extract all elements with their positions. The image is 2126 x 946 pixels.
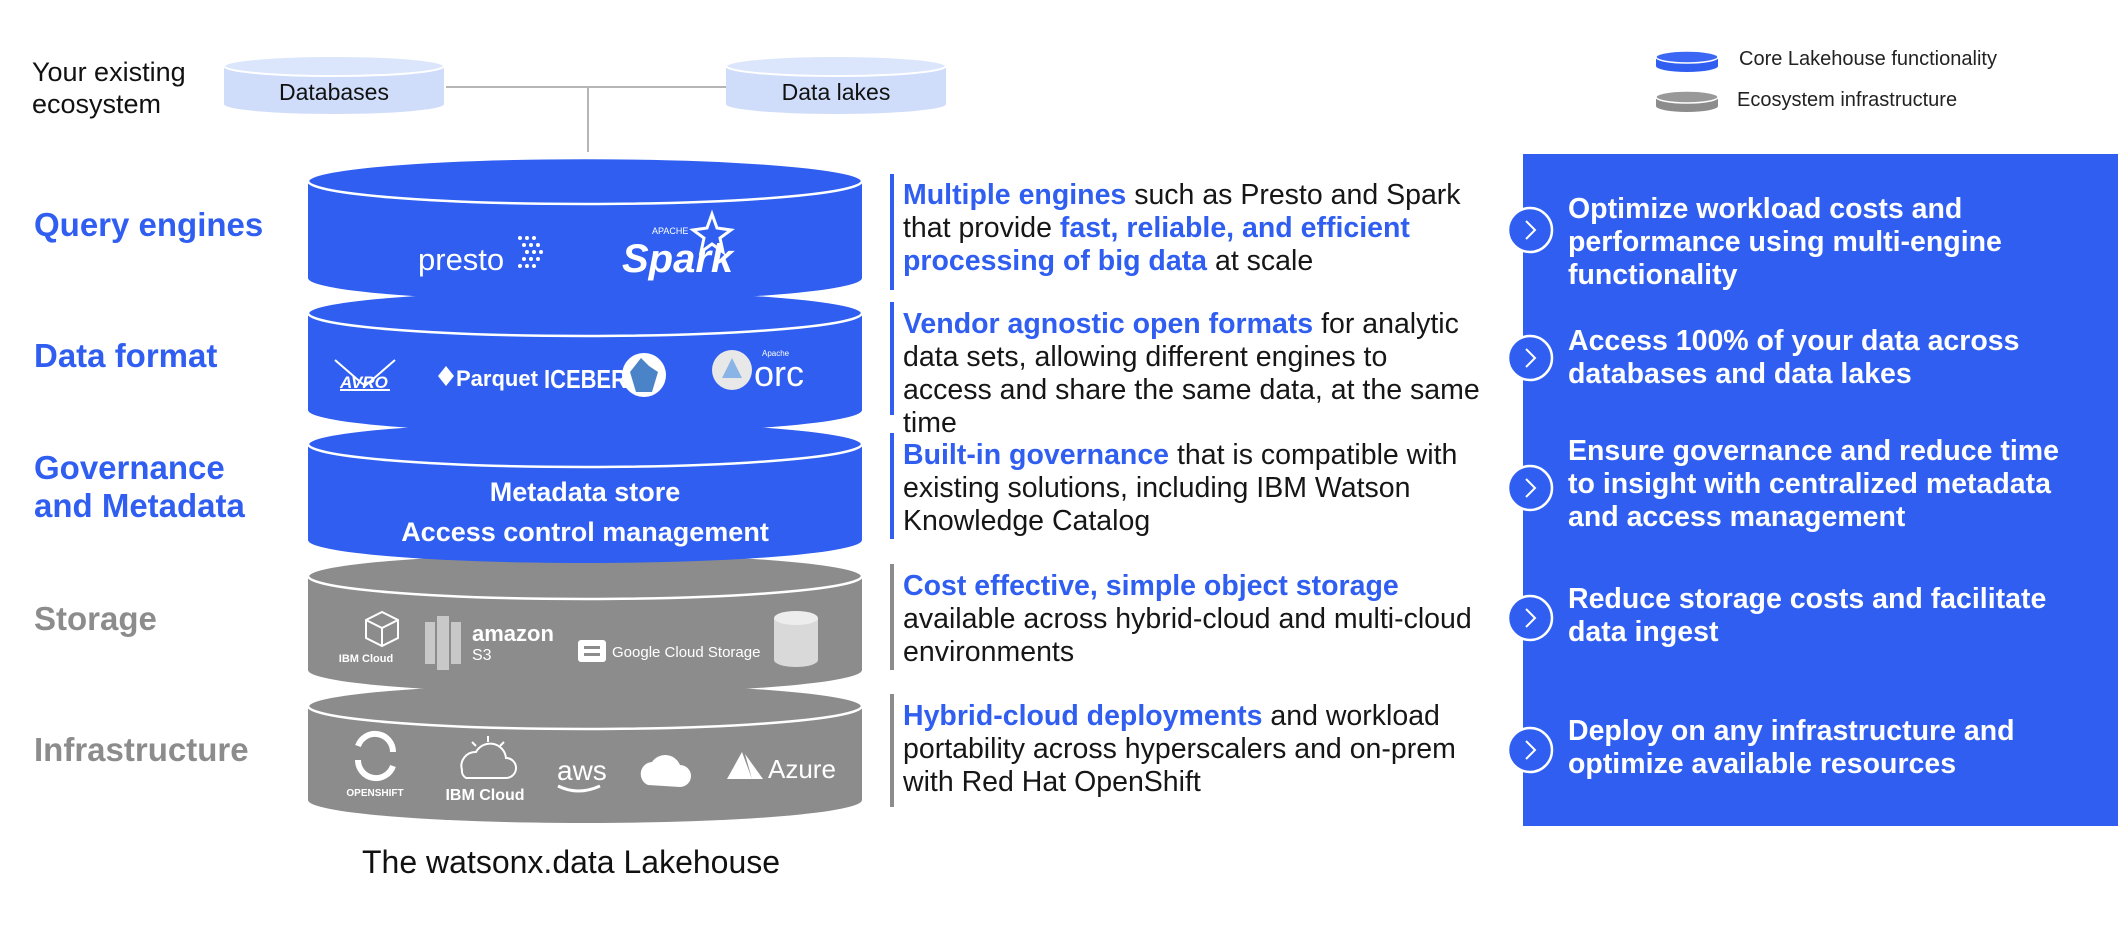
aws-logo: aws <box>557 755 607 786</box>
avro-logo: AVRO <box>339 373 388 392</box>
presto-dots-icon <box>518 236 543 268</box>
data-format-label: Data format <box>34 337 218 374</box>
ibm-cloud-cube-icon <box>365 610 399 648</box>
databases-cylinder <box>223 55 445 114</box>
legend-core-label: Core Lakehouse functionality <box>1739 48 1997 70</box>
presto-logo: presto <box>418 242 504 277</box>
governance-label-line2: and Metadata <box>34 487 245 524</box>
ecosystem-label: Your existing ecosystem <box>32 57 186 119</box>
ibm-cloud-storage-logo: IBM Cloud <box>339 653 393 665</box>
query-engines-description: Multiple engines such as Presto and Spar… <box>903 179 1483 278</box>
metadata-store-text: Metadata store <box>490 477 681 507</box>
infrastructure-label: Infrastructure <box>34 731 249 768</box>
data-format-description: Vendor agnostic open formats for analyti… <box>903 308 1483 440</box>
azure-logo: Azure <box>768 754 836 784</box>
benefit-item: Access 100% of your data across database… <box>1568 325 2020 390</box>
openshift-icon <box>354 730 397 782</box>
infrastructure-description: Hybrid-cloud deployments and workload po… <box>903 700 1483 799</box>
governance-label-line1: Governance <box>34 449 225 486</box>
governance-description: Built-in governance that is compatible w… <box>903 439 1483 538</box>
description-highlight: Built-in governance <box>903 439 1170 471</box>
data-lakes-cylinder <box>725 55 947 114</box>
google-cloud-storage-logo: Google Cloud Storage <box>612 644 760 661</box>
description-highlight: Vendor agnostic open formats <box>903 308 1314 340</box>
spark-logo: Spark <box>622 237 735 281</box>
governance-label: Governance and Metadata <box>34 449 245 525</box>
legend-infra-swatch <box>1655 90 1719 112</box>
description-text: that is compatible with existing solutio… <box>903 439 1458 537</box>
ibm-cloud-sun-icon <box>460 736 517 779</box>
openshift-logo: OPENSHIFT <box>346 788 403 799</box>
aws-smile-icon <box>557 784 601 793</box>
benefit-item: Optimize workload costs and performance … <box>1568 193 2002 291</box>
orc-logo-icon <box>712 350 752 390</box>
avro-logo-icon <box>334 359 396 391</box>
parquet-logo: Parquet <box>456 366 539 391</box>
query-engines-layer <box>306 156 864 301</box>
databases-label: Databases <box>279 79 389 105</box>
benefit-chevrons <box>1506 206 1554 774</box>
storage-description: Cost effective, simple object storage av… <box>903 570 1483 669</box>
chevron-right-icon <box>1506 726 1554 774</box>
parquet-diamond-icon <box>438 366 454 386</box>
description-highlight: fast, reliable, and efficient processing… <box>903 212 1410 277</box>
ibm-cloud-infra-logo: IBM Cloud <box>445 787 524 804</box>
iceberg-circle-icon <box>622 353 666 397</box>
benefit-item: Deploy on any infrastructure and optimiz… <box>1568 715 2015 780</box>
access-control-text: Access control management <box>401 517 769 547</box>
legend-core-swatch <box>1655 50 1719 72</box>
google-cloud-storage-icon <box>578 640 606 662</box>
storage-label: Storage <box>34 600 157 637</box>
legend-infra-label: Ecosystem infrastructure <box>1737 89 1958 111</box>
description-highlight: Cost effective, simple object storage <box>903 570 1399 602</box>
description-bars-gray <box>890 564 894 807</box>
description-highlight: Hybrid-cloud deployments <box>903 700 1263 732</box>
governance-layer <box>306 419 864 563</box>
description-text: for analytic data sets, allowing differe… <box>903 308 1480 439</box>
infrastructure-layer <box>306 681 864 823</box>
chevron-right-icon <box>1506 464 1554 512</box>
spark-star-icon <box>689 209 735 256</box>
description-text: such as Presto and Spark that provide <box>903 179 1461 244</box>
data-lakes-label: Data lakes <box>782 79 891 105</box>
diagram-caption: The watsonx.data Lakehouse <box>362 844 781 880</box>
amazon-s3-icon <box>425 616 461 670</box>
description-text: available across hybrid-cloud and multi-… <box>903 603 1472 668</box>
spark-apache-sup: APACHE <box>652 226 688 236</box>
description-highlight: Multiple engines <box>903 179 1127 211</box>
generic-storage-cylinder-icon <box>774 611 818 667</box>
ecosystem-connector <box>446 86 726 152</box>
description-text: and workload portability across hypersca… <box>903 700 1456 798</box>
chevron-right-icon <box>1506 206 1554 254</box>
amazon-logo: amazon <box>472 621 554 646</box>
description-text: at scale <box>1207 245 1314 277</box>
google-cloud-icon <box>640 755 691 787</box>
benefit-item: Reduce storage costs and facilitate data… <box>1568 583 2047 648</box>
azure-icon <box>727 752 763 779</box>
chevron-right-icon <box>1506 334 1554 382</box>
s3-logo: S3 <box>472 647 492 664</box>
chevron-right-icon <box>1506 594 1554 642</box>
description-bars <box>890 174 894 539</box>
orc-apache-sup: Apache <box>762 349 790 358</box>
benefit-item: Ensure governance and reduce time to ins… <box>1568 435 2059 533</box>
benefits-panel <box>1523 154 2118 826</box>
query-engines-label: Query engines <box>34 206 264 243</box>
orc-logo: orc <box>754 353 804 394</box>
